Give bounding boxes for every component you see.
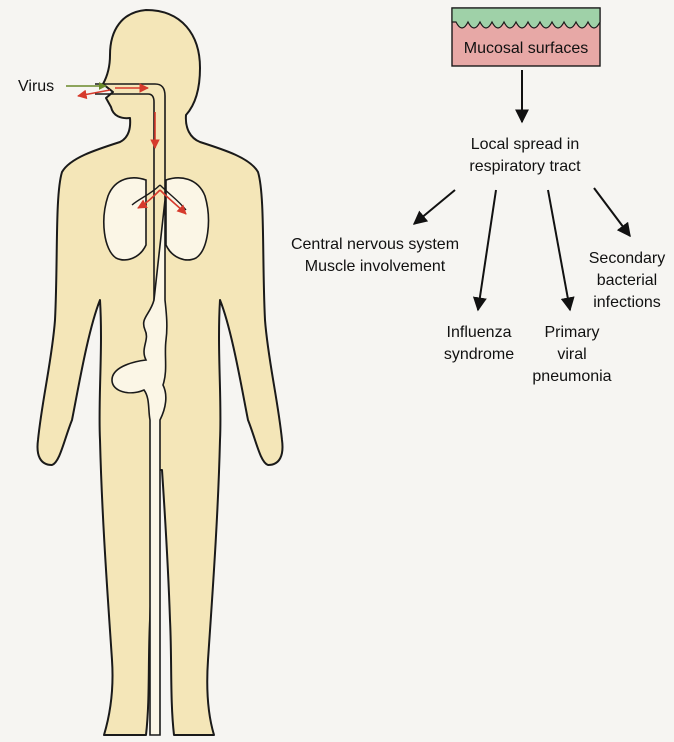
cns-outcome-label: Central nervous system Muscle involvemen… [270,234,480,278]
pneumonia-outcome-label: Primary viral pneumonia [522,322,622,388]
local-spread-label: Local spread in respiratory tract [440,134,610,178]
human-body [38,10,283,735]
arrow-to-secondary [594,188,630,236]
secondary-outcome-label: Secondary bacterial infections [580,248,674,314]
arrow-to-cns [414,190,455,224]
virus-exhale-arrow [78,90,110,96]
virus-label: Virus [18,76,54,98]
arrow-to-pneumonia [548,190,570,310]
right-lung [166,178,208,260]
influenza-outcome-label: Influenza syndrome [424,322,534,366]
left-lung [104,178,146,260]
mucosal-surfaces-label: Mucosal surfaces [452,38,600,60]
arrow-to-influenza [478,190,496,310]
mucosa-wave [452,8,600,28]
